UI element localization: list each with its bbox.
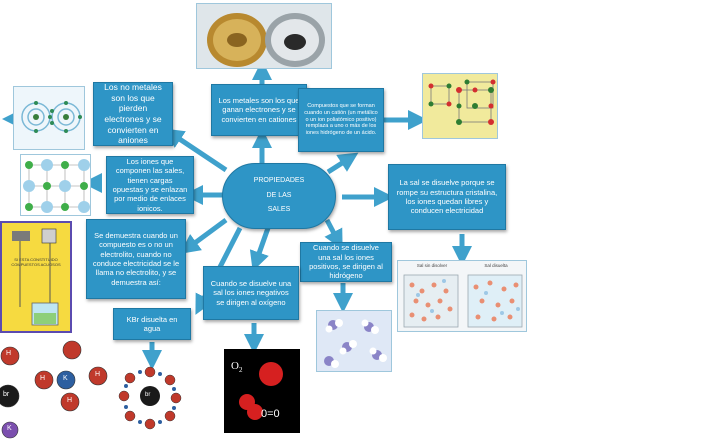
kbr-ions-image: H H K H H br K bbox=[0, 338, 112, 442]
box-negative-ions: Cuando se disuelve una sal los iones neg… bbox=[203, 266, 299, 320]
oxygen-double-bond-label: 0=0 bbox=[261, 408, 280, 420]
kbr-h-label-1: H bbox=[6, 350, 12, 357]
kbr-br-label: br bbox=[3, 391, 10, 398]
beaker-left-label: Sal sin disolver bbox=[416, 263, 448, 268]
oxygen-formula: O2 bbox=[231, 360, 243, 375]
electron-rings-image bbox=[13, 86, 85, 150]
box-positive-ions: Cuando se disuelve una sal los iones pos… bbox=[300, 242, 392, 282]
box-compounds: Compuestos que se forman cuando un catió… bbox=[298, 88, 384, 152]
oxygen-molecule-image: O2 0=0 bbox=[224, 349, 300, 433]
arrow-to-compounds bbox=[326, 152, 359, 175]
kbr-h-label-2: H bbox=[40, 375, 46, 382]
beakers-image: Sal sin disolver Sal disuelta bbox=[397, 260, 527, 332]
ionic-lattice-image bbox=[20, 154, 91, 216]
center-line-2: DE LAS bbox=[266, 191, 292, 199]
soda-cans-image bbox=[196, 3, 332, 69]
bromide-ring-image: br bbox=[118, 362, 192, 436]
box-kbr: KBr disuelta en agua bbox=[113, 308, 191, 340]
arrow-to-negative bbox=[249, 227, 271, 272]
circuit-demo-image: SI ESTA CONSTITUIDO COMPUESTOS ACUOSOS bbox=[0, 221, 72, 333]
bromide-label: br bbox=[145, 392, 151, 398]
center-line-3: SALES bbox=[267, 206, 291, 214]
arrow-to-nonmetals bbox=[163, 128, 228, 173]
center-node: PROPIEDADES DE LAS SALES bbox=[222, 163, 336, 229]
kbr-h-label-4: H bbox=[67, 397, 73, 404]
circuit-label: SI ESTA CONSTITUIDO COMPUESTOS ACUOSOS bbox=[11, 257, 61, 268]
kbr-k-label: K bbox=[63, 375, 68, 382]
box-nonmetals: Los no metales son los que pierden elect… bbox=[93, 82, 173, 146]
box-ions: Los iones que componen las sales, tienen… bbox=[106, 156, 194, 214]
kbr-h-label-3: H bbox=[95, 371, 101, 378]
box-metals: Los metales son los que ganan electrones… bbox=[211, 84, 307, 136]
kbr-k-label-2: K bbox=[7, 425, 12, 432]
molecules-image bbox=[316, 310, 392, 372]
box-dissolve: La sal se disuelve porque se rompe su es… bbox=[388, 164, 506, 230]
box-demonstrate: Se demuestra cuando un compuesto es o no… bbox=[86, 219, 186, 299]
arrow-to-positive bbox=[324, 218, 343, 250]
arrow-to-demonstrate bbox=[179, 217, 228, 254]
center-line-1: PROPIEDADES bbox=[253, 176, 305, 184]
beaker-right-label: Sal disuelta bbox=[484, 263, 508, 268]
crystal-structure-image bbox=[422, 73, 498, 139]
